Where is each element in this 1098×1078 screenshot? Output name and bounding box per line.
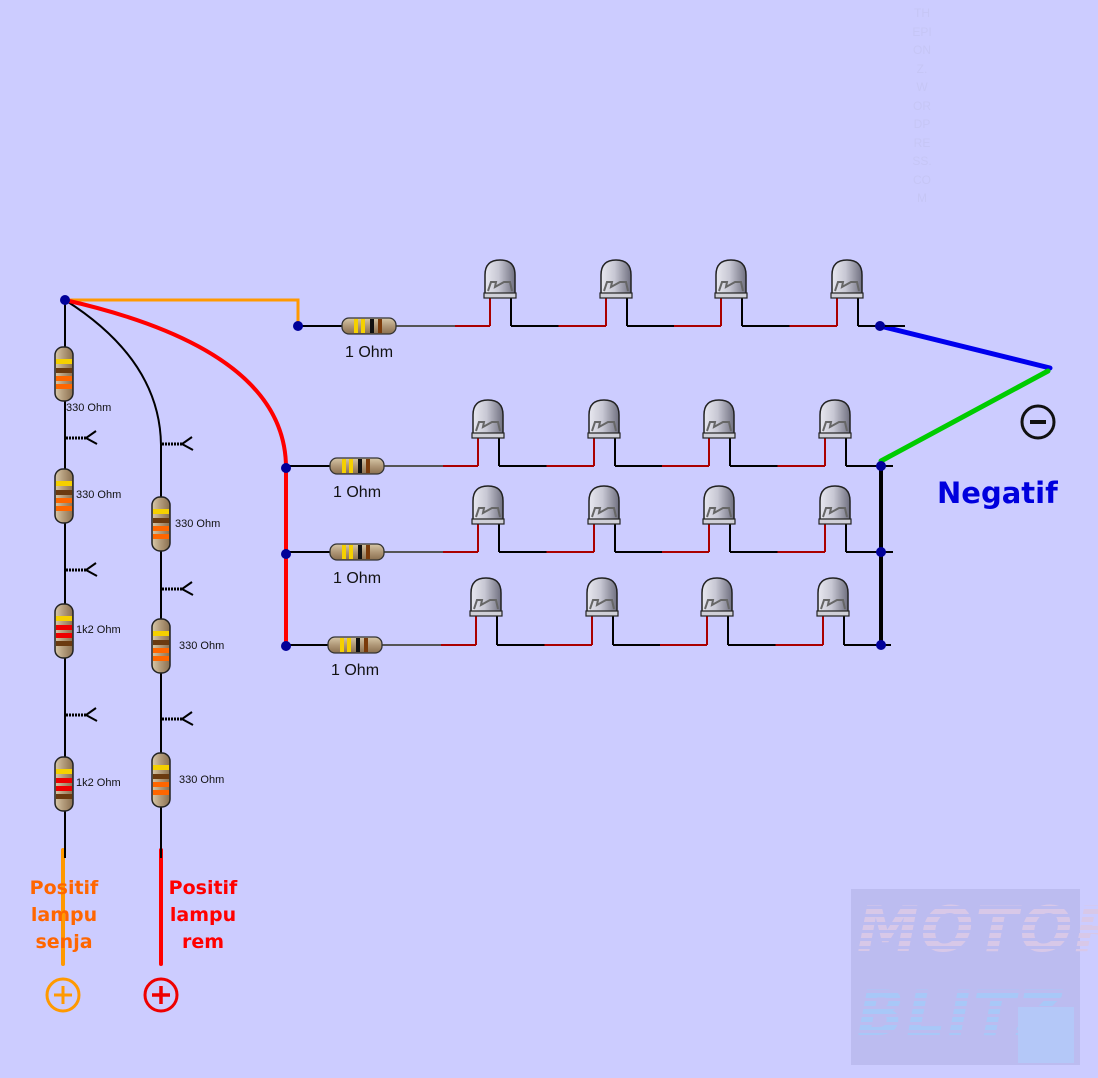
led	[714, 259, 748, 326]
resistor-label: 1k2 Ohm	[76, 624, 121, 636]
label-line: senja	[35, 931, 93, 953]
wires	[61, 298, 1053, 966]
led	[471, 399, 505, 466]
resistor-label: 1 Ohm	[331, 662, 380, 679]
led-row-1	[298, 259, 905, 335]
resistor-right-1	[151, 496, 171, 552]
label-negative: Negatif	[937, 476, 1058, 510]
resistor-label: 1 Ohm	[333, 570, 382, 587]
resistor-label: 330 Ohm	[66, 402, 112, 414]
wire-negative-blue	[877, 323, 1053, 371]
plus-symbol-rem	[143, 977, 179, 1013]
splice-connector-icon	[66, 562, 98, 577]
led	[585, 577, 619, 645]
led-rows	[286, 259, 905, 654]
logo-badge-icon	[1018, 1007, 1074, 1063]
label-positive-senja: Positif lampu senja	[20, 875, 108, 956]
resistor-right-3	[151, 752, 171, 808]
resistor-1-ohm	[329, 543, 385, 561]
led-row-4	[286, 577, 891, 654]
resistor-label: 330 Ohm	[175, 518, 221, 530]
junction-node	[281, 549, 291, 559]
resistor-left-1	[54, 346, 74, 402]
resistor-left-4	[54, 756, 74, 812]
plus-symbol-senja	[45, 977, 81, 1013]
label-line: lampu	[30, 904, 98, 926]
led	[702, 399, 736, 466]
led	[587, 399, 621, 466]
led-row-2	[286, 399, 893, 475]
led	[471, 485, 505, 552]
junction-node	[876, 640, 886, 650]
led	[599, 259, 633, 326]
splice-connector-icon	[66, 707, 98, 722]
led	[700, 577, 734, 645]
label-line: rem	[181, 931, 225, 953]
led	[587, 485, 621, 552]
minus-symbol	[1020, 404, 1056, 440]
splice-connector-icon	[162, 711, 194, 726]
junction-node	[281, 641, 291, 651]
resistor-label: 330 Ohm	[179, 640, 225, 652]
led	[830, 259, 864, 326]
label-positive-rem: Positif lampu rem	[158, 875, 248, 956]
junction-node	[876, 547, 886, 557]
label-line: lampu	[169, 904, 237, 926]
resistor-label: 330 Ohm	[76, 489, 122, 501]
led-row-3	[286, 485, 893, 561]
junction-node	[875, 321, 885, 331]
resistor-right-2	[151, 618, 171, 674]
label-line: Positif	[168, 877, 238, 899]
led	[816, 577, 850, 645]
led	[483, 259, 517, 326]
resistor-ladders	[54, 346, 194, 812]
resistor-1-ohm	[329, 457, 385, 475]
resistor-label: 330 Ohm	[179, 774, 225, 786]
resistor-label: 1 Ohm	[333, 484, 382, 501]
resistor-1-ohm	[341, 317, 397, 335]
splice-connector-icon	[162, 436, 194, 451]
led	[818, 485, 852, 552]
wire-negative-green	[878, 368, 1051, 464]
junction-node	[60, 295, 70, 305]
led	[818, 399, 852, 466]
junction-node	[293, 321, 303, 331]
motor-blitz-logo: MOTOR BLITZ	[851, 889, 1098, 1065]
wire-senja-feed	[65, 298, 300, 326]
junction-nodes	[60, 295, 886, 651]
label-line: Positif	[29, 877, 99, 899]
resistor-label: 1 Ohm	[345, 344, 394, 361]
logo-text-motor: MOTOR	[857, 893, 1098, 966]
resistor-label: 1k2 Ohm	[76, 777, 121, 789]
watermark-url: THEPIONZ.WORDPRESS.COM	[912, 6, 932, 205]
junction-node	[281, 463, 291, 473]
wire-curve-black	[64, 299, 162, 855]
led	[469, 577, 503, 645]
splice-connector-icon	[66, 430, 98, 445]
junction-node	[876, 461, 886, 471]
splice-connector-icon	[162, 581, 194, 596]
wire-rem-feed	[64, 298, 288, 646]
led	[702, 485, 736, 552]
resistor-1-ohm	[327, 636, 383, 654]
resistor-left-2	[54, 468, 74, 524]
resistor-left-3	[54, 603, 74, 659]
